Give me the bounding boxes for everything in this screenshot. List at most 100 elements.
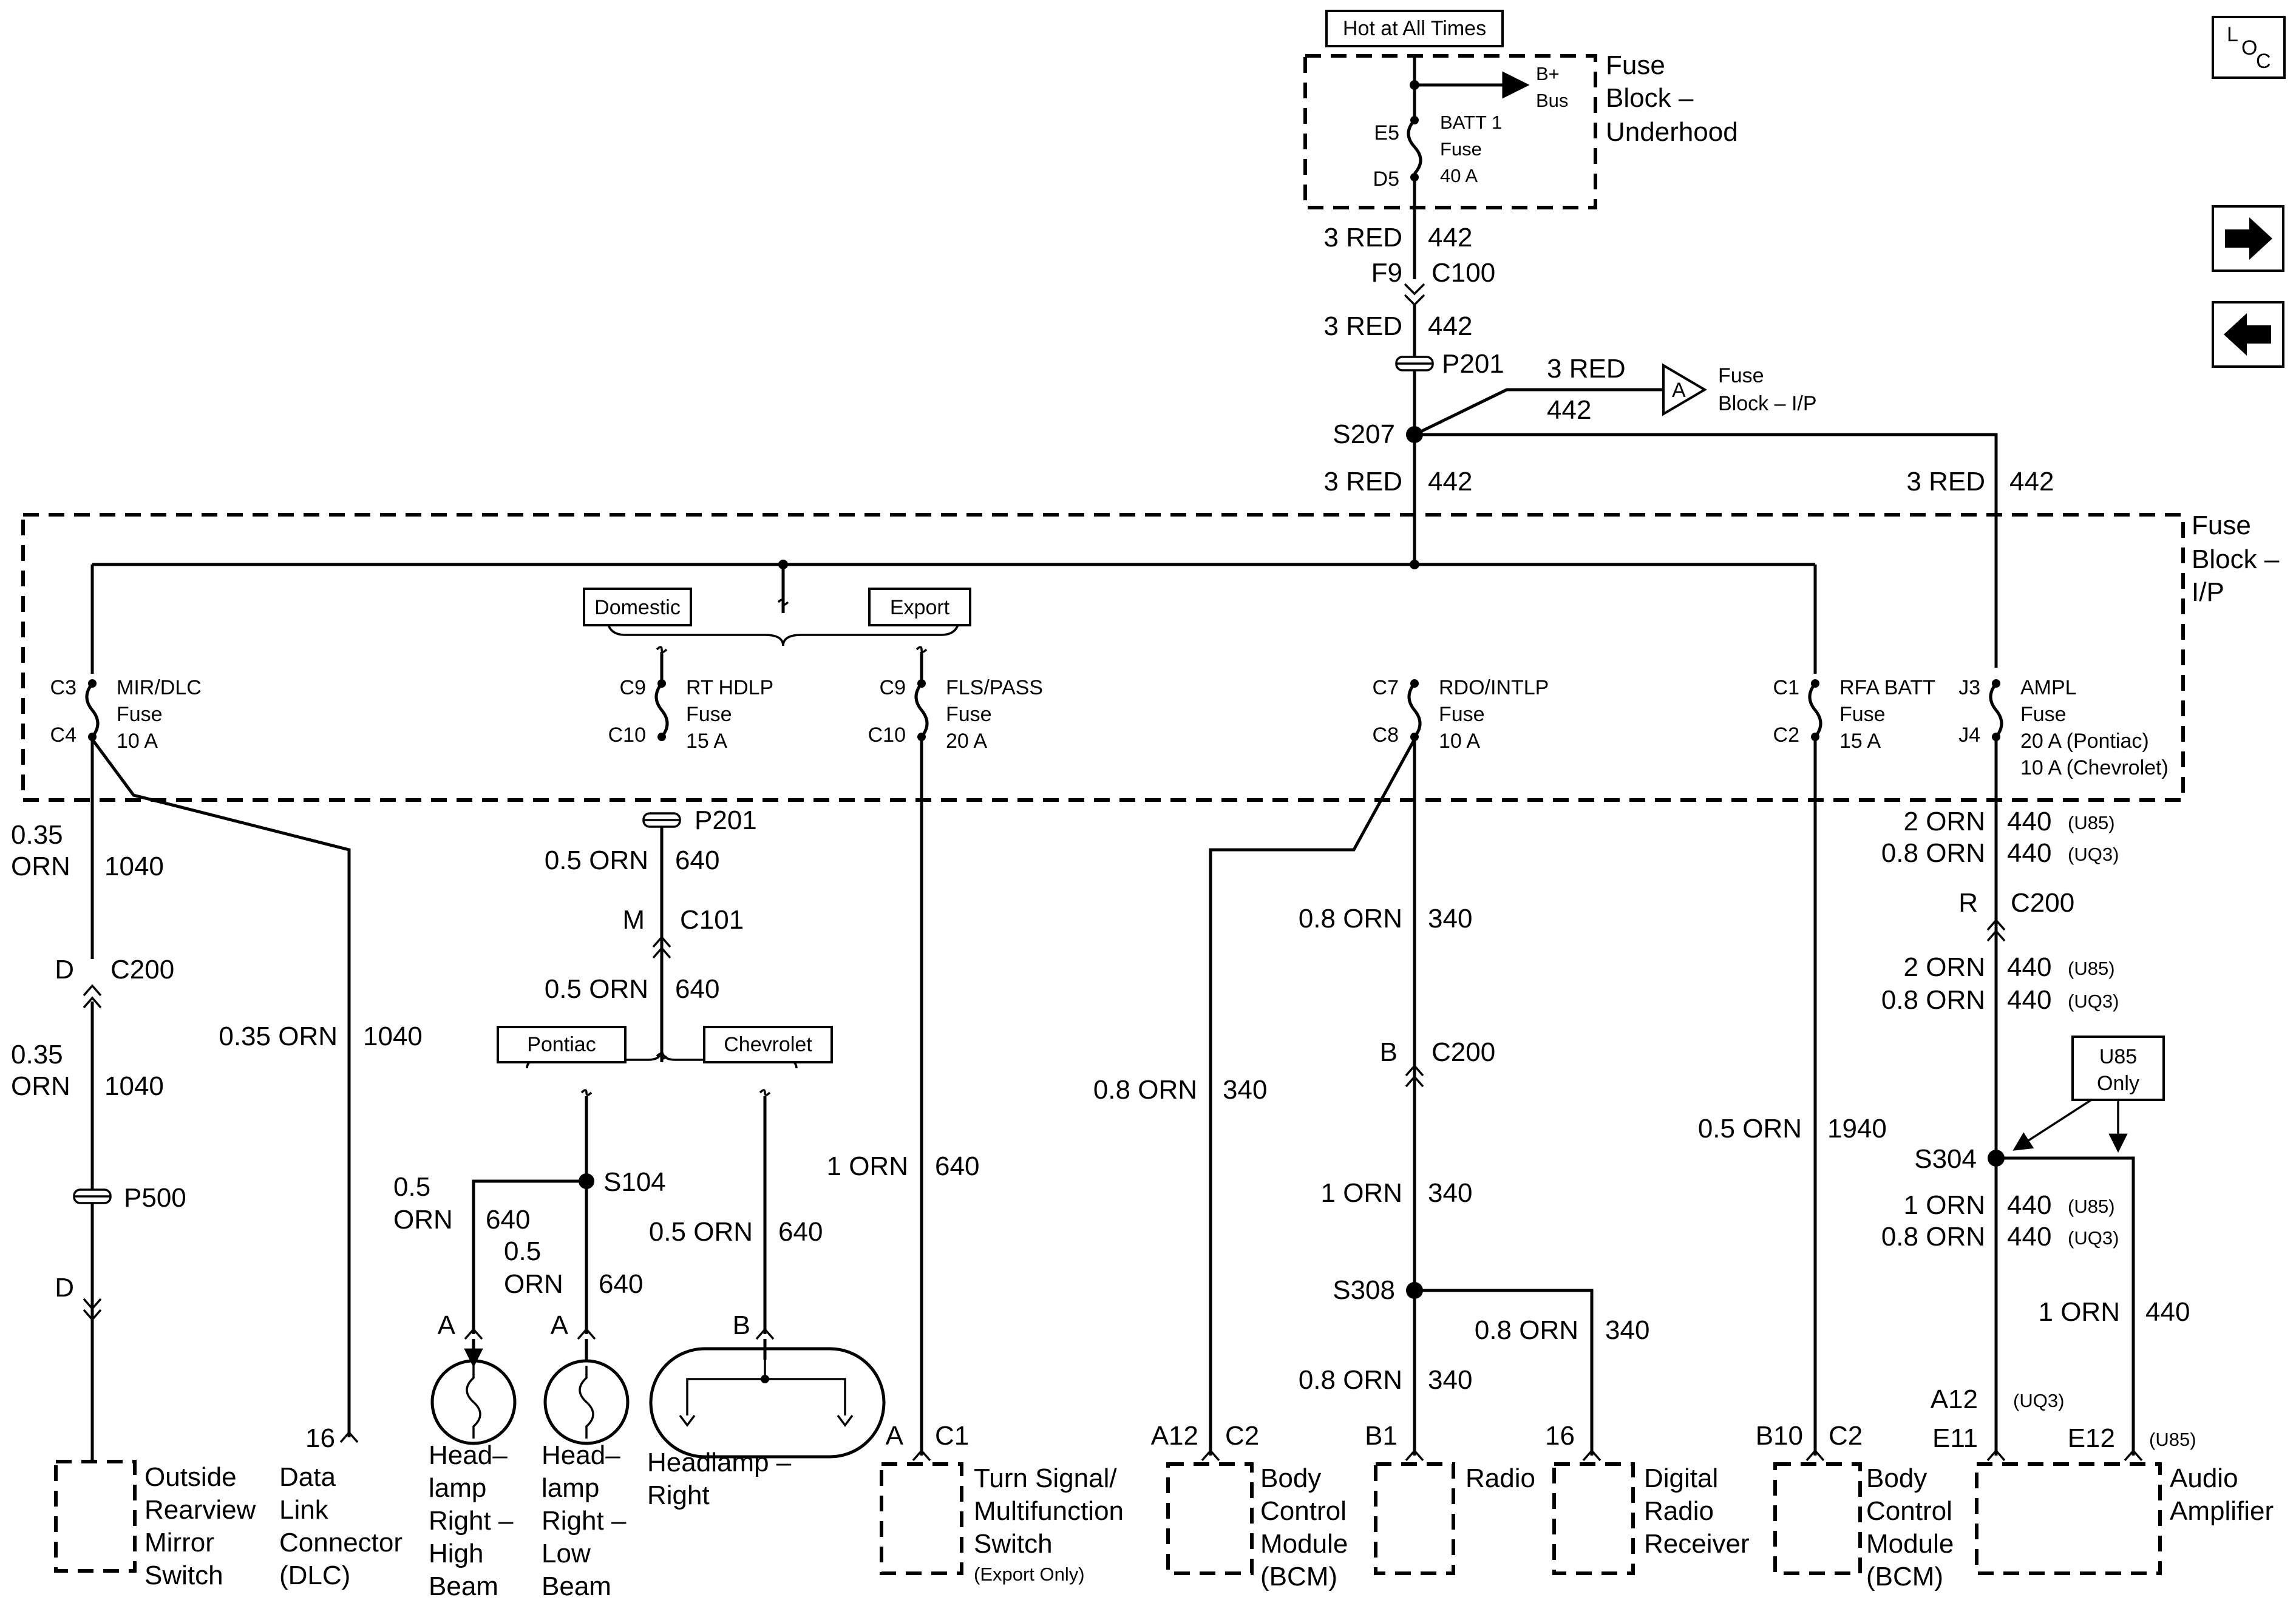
headlamp-wire-circuit-1: 640 — [675, 846, 719, 875]
arrow-right-icon — [2225, 217, 2272, 260]
fuse-label-line: FLS/PASS — [946, 676, 1043, 699]
headlamp-wire-color-1: 0.5 ORN — [545, 846, 648, 875]
svg-text:Right: Right — [647, 1480, 710, 1510]
high-beam-label: Head– lamp Right – High Beam — [429, 1440, 514, 1601]
svg-text:Beam: Beam — [429, 1571, 498, 1601]
mirror-wire-circuit-2: 1040 — [104, 1071, 164, 1101]
u85-only-label: U85 Only — [2071, 1036, 2165, 1101]
svg-text:Only: Only — [2097, 1072, 2139, 1095]
next-page-button[interactable] — [2212, 205, 2284, 272]
radio-c200-label: C200 — [1432, 1037, 1495, 1067]
svg-text:O: O — [2241, 36, 2257, 59]
fuse-pin-top: C3 — [50, 676, 76, 699]
svg-text:(DLC): (DLC) — [279, 1561, 350, 1590]
svg-text:Link: Link — [279, 1495, 329, 1525]
radio-wire-circuit-2: 340 — [1428, 1178, 1472, 1208]
radio-pin-b1: B1 — [1365, 1421, 1398, 1451]
radio-wire-circuit-3: 340 — [1428, 1365, 1472, 1395]
svg-text:Fuse: Fuse — [1606, 50, 1665, 80]
b-plus-bus-label: B+ Bus — [1536, 63, 1568, 111]
radio-wire-color-1: 0.8 ORN — [1299, 904, 1402, 934]
prev-page-button[interactable] — [2212, 301, 2284, 368]
headlamp-wire-color-2: 0.5 ORN — [545, 974, 648, 1004]
radio-label: Radio — [1466, 1463, 1535, 1493]
svg-text:Amplifier: Amplifier — [2170, 1496, 2274, 1526]
amp-wire-color-1b: 0.8 ORN — [1881, 838, 1985, 868]
svg-text:lamp: lamp — [429, 1473, 486, 1503]
fuse-symbol-icon — [654, 682, 669, 738]
svg-text:Right –: Right – — [429, 1506, 514, 1536]
fuse-symbol-icon — [914, 682, 929, 738]
feed-wire-color-2: 3 RED — [1323, 311, 1402, 341]
amp-wire-option-2b: (UQ3) — [2068, 991, 2119, 1012]
low-beam-wire-circuit: 640 — [599, 1269, 643, 1299]
amp-wire-option-1a: (U85) — [2068, 812, 2115, 833]
fuse-terminal-dot — [1811, 679, 1819, 688]
turn-signal-multifunction-switch — [880, 1462, 963, 1575]
mirror-c200-connector-symbol — [83, 984, 102, 1009]
svg-text:(BCM): (BCM) — [1260, 1562, 1337, 1592]
digital-radio-receiver — [1552, 1462, 1635, 1575]
headlamp-right-wire-circuit: 640 — [778, 1217, 823, 1247]
fuse-label-line: RFA BATT — [1839, 676, 1935, 699]
radio-c200-pin: B — [1380, 1037, 1398, 1067]
amp-wire-circuit-4: 440 — [2145, 1297, 2190, 1327]
svg-text:Block –: Block – — [1606, 83, 1694, 113]
fuse-pin-bottom: C10 — [608, 724, 646, 747]
svg-text:I/P: I/P — [2192, 577, 2224, 607]
bcm2-pin-c2: C2 — [1829, 1421, 1863, 1451]
feed-wire-circuit-1: 442 — [1428, 223, 1472, 253]
svg-text:Switch: Switch — [144, 1561, 223, 1590]
svg-text:Digital: Digital — [1644, 1463, 1718, 1493]
amp-pin-e11: E11 — [1932, 1423, 1978, 1453]
hot-at-all-times-label: Hot at All Times — [1325, 10, 1504, 47]
bcm1-wire-circuit: 340 — [1223, 1075, 1267, 1105]
amp-wire-color-2a: 2 ORN — [1904, 952, 1985, 982]
fuse-terminal-dot — [88, 733, 97, 741]
svg-text:Domestic: Domestic — [594, 596, 681, 619]
audio-amplifier — [1975, 1462, 2162, 1575]
svg-text:Fuse: Fuse — [1440, 138, 1482, 160]
low-beam-label: Head– lamp Right – Low Beam — [542, 1440, 627, 1601]
svg-text:Low: Low — [542, 1539, 591, 1568]
s308-label: S308 — [1333, 1275, 1395, 1305]
radio-wire-color-3: 0.8 ORN — [1299, 1365, 1402, 1395]
fuse-terminal-dot — [1992, 679, 2000, 688]
body-control-module-2 — [1773, 1462, 1862, 1575]
low-beam-wire-color: ORN — [504, 1269, 563, 1299]
underhood-fuse-block-label: Fuse Block – Underhood — [1606, 50, 1738, 147]
fuse-label-line: MIR/DLC — [117, 676, 202, 699]
svg-text:Body: Body — [1866, 1463, 1927, 1493]
p201-headlamp-passthrough-icon — [642, 812, 681, 828]
turn-signal-pin-a: A — [886, 1421, 904, 1451]
loc-button[interactable]: L O C — [2212, 16, 2286, 79]
domestic-export-option-bracket — [606, 616, 960, 646]
svg-text:Multifunction: Multifunction — [974, 1496, 1124, 1526]
domestic-option-label: Domestic — [583, 588, 692, 626]
c101-connector-symbol — [652, 935, 671, 959]
amp-pin-e12: E12 — [2068, 1423, 2115, 1453]
outside-rearview-mirror-switch — [54, 1460, 137, 1573]
offpage-connector-a: A — [1662, 363, 1707, 416]
body-control-module-1 — [1166, 1462, 1254, 1575]
fuse-terminal-dot — [657, 679, 666, 688]
bcm1-pin-c2: C2 — [1225, 1421, 1259, 1451]
bcm2-wire-color: 0.5 ORN — [1698, 1114, 1802, 1144]
svg-text:Outside: Outside — [144, 1462, 237, 1492]
fuse-pin-top: C9 — [880, 676, 906, 699]
digital-radio-pin-16: 16 — [1545, 1421, 1575, 1451]
fuse-label-line: 20 A (Pontiac) — [2020, 730, 2149, 753]
amp-wire-circuit-3b: 440 — [2007, 1222, 2051, 1252]
fuse-symbol-icon — [85, 682, 100, 738]
svg-text:High: High — [429, 1539, 484, 1568]
high-beam-wire-gauge: 0.5 — [393, 1172, 430, 1202]
radio-c200-connector-symbol — [1405, 1064, 1424, 1088]
p500-label: P500 — [124, 1183, 186, 1213]
dlc-pin: 16 — [305, 1423, 335, 1453]
headlamp-right-pin: B — [733, 1310, 750, 1340]
amp-pin-a12-option: (UQ3) — [2013, 1390, 2064, 1411]
amp-wire-color-2b: 0.8 ORN — [1881, 985, 1985, 1015]
